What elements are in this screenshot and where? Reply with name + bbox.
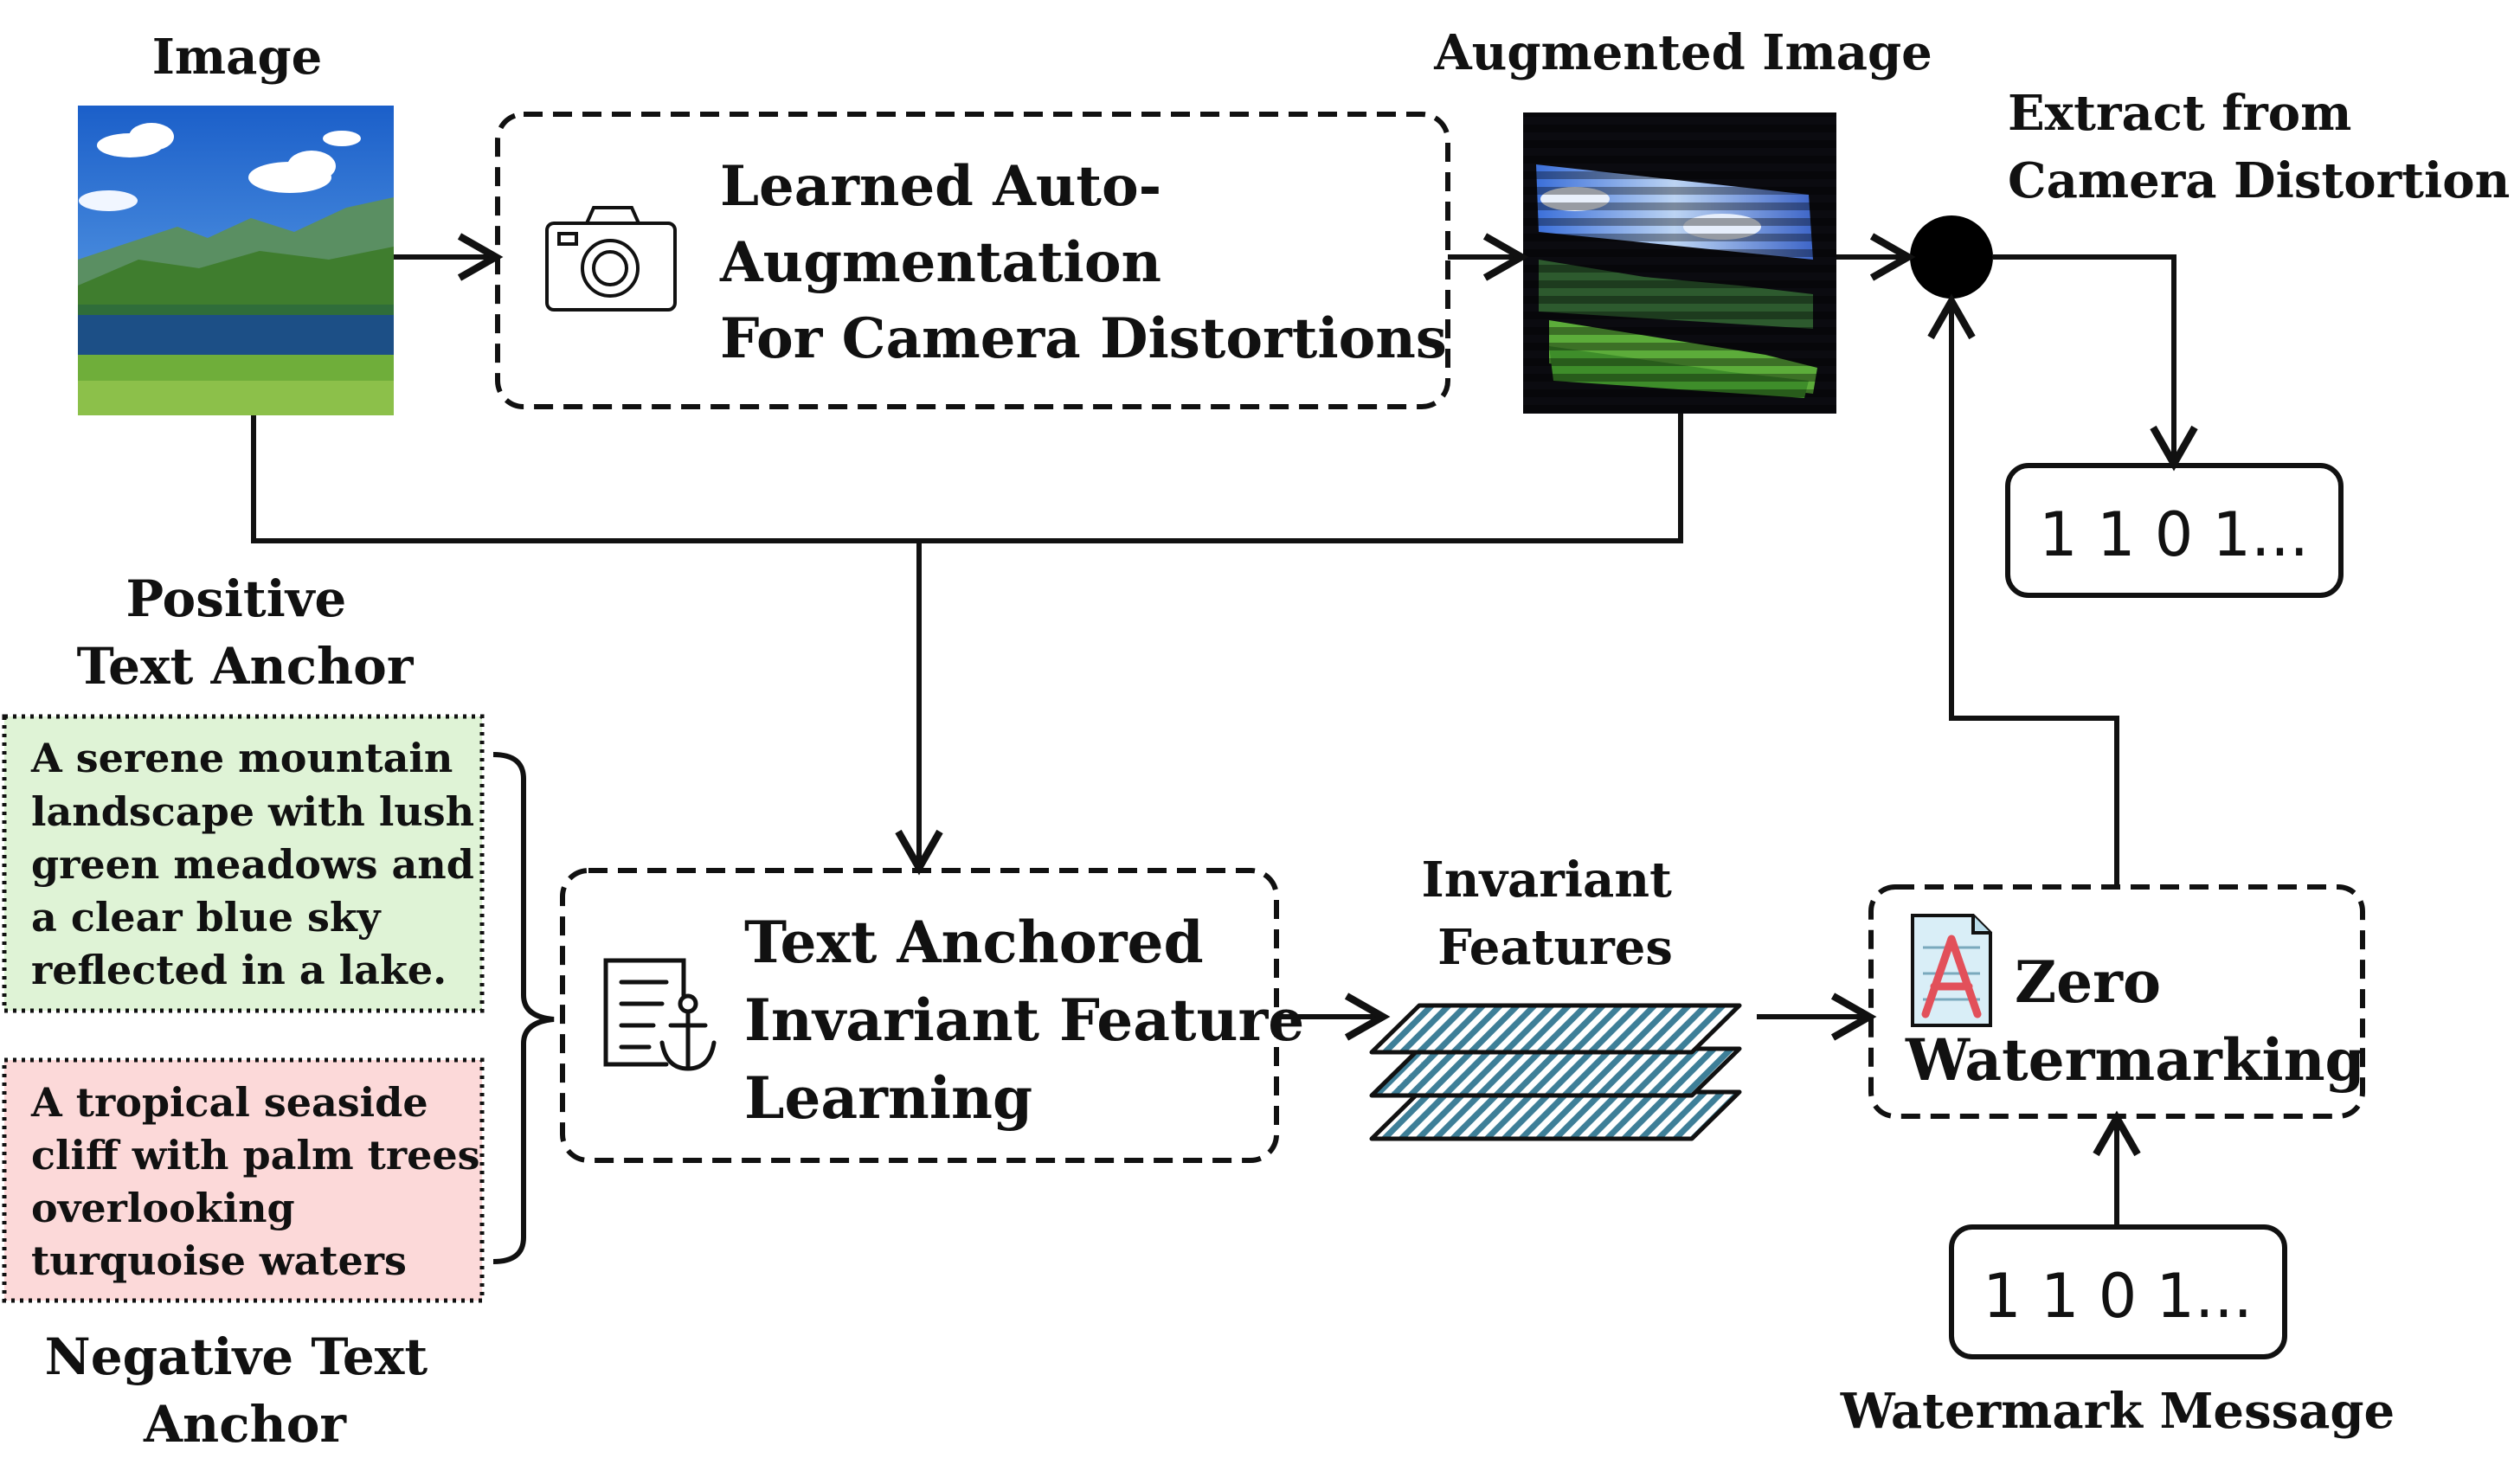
feature-layer <box>1369 1003 1742 1055</box>
augmented-distorted-image <box>1523 112 1836 414</box>
feature-stack-icon <box>1369 1003 1742 1141</box>
feature-learning-title: Text Anchored Invariant Feature Learning <box>744 909 1324 1132</box>
image-to-merge-line <box>251 415 919 543</box>
watermark-message-label: Watermark Message <box>1840 1383 2395 1440</box>
augmented-image-label: Augmented Image <box>1433 24 1932 81</box>
feature-layer <box>1369 1046 1742 1098</box>
camera-icon <box>545 206 677 312</box>
negative-anchor-heading: Negative Text Anchor <box>45 1327 446 1454</box>
extracted-bits: 1 1 0 1... <box>2039 499 2309 570</box>
watermarking-to-extract-arrow <box>1927 293 2119 887</box>
negative-anchor-text: A tropical seaside cliff with palm trees… <box>30 1079 494 1284</box>
extract-label: Extract from Camera Distortion <box>2008 85 2510 209</box>
positive-anchor-box <box>2 714 485 1013</box>
watermark-bits: 1 1 0 1... <box>1983 1261 2253 1332</box>
feature-layer <box>1369 1089 1742 1141</box>
extract-to-bits-arrow <box>1993 254 2198 472</box>
invariant-features-label: Invariant Features <box>1422 851 1689 976</box>
document-anchor-icon <box>603 958 717 1071</box>
positive-anchor-text: A serene mountain landscape with lush gr… <box>30 735 488 993</box>
extract-node <box>1910 215 1993 299</box>
zero-watermarking-title: Zero Watermarking <box>1905 948 2365 1094</box>
input-image-label: Image <box>152 29 323 86</box>
connectors <box>251 233 2198 1227</box>
input-landscape-image <box>78 106 394 415</box>
watermark-document-icon <box>1911 914 1992 1027</box>
positive-anchor-heading: Positive Text Anchor <box>77 569 415 696</box>
anchor-group-brace <box>492 752 555 1264</box>
augmented-to-merge-line <box>919 414 1683 543</box>
negative-anchor-box <box>2 1057 485 1303</box>
augmentation-title: Learned Auto- Augmentation For Camera Di… <box>719 154 1447 371</box>
